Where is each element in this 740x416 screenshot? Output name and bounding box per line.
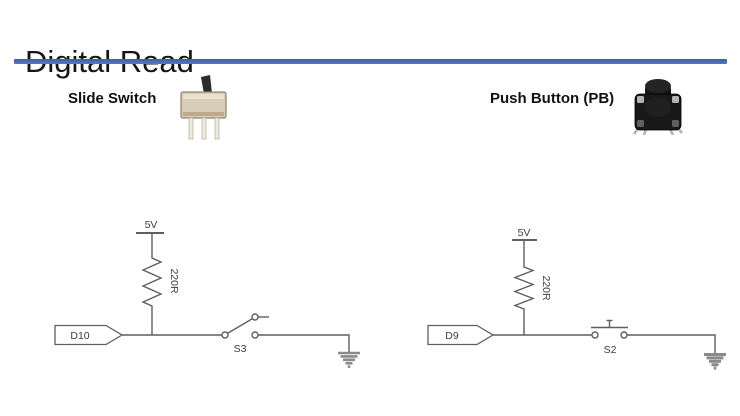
push-button-corner [637,120,644,127]
pin-net-flag [427,324,495,346]
slide-switch-pin [214,117,220,140]
pin-name-label: D9 [445,330,459,342]
switch-lever [227,317,253,335]
pin-net-flag [54,324,124,346]
resistor-value-label: 220R [168,268,180,294]
push-button-icon [632,79,683,135]
slide-switch-pin [201,117,207,140]
switch-ref-label: S2 [604,344,617,356]
ground-symbol [338,351,360,368]
slide-switch-icon [180,75,227,140]
wire [258,334,350,352]
slide-switch-circuit-schematic: 5V 220R D10 S3 [54,219,360,368]
push-button-label: Push Button (PB) [490,90,615,107]
push-button-corner [672,120,679,127]
push-button-corner [637,96,644,103]
push-button-circuit-schematic: 5V 220R D9 S2 [427,227,726,370]
title-underline [14,59,727,64]
slide-switch-shade [183,112,224,116]
supply-voltage-label: 5V [518,227,531,239]
button-left-terminal [591,331,599,339]
button-right-terminal [620,331,628,339]
wire [627,334,716,353]
resistor-symbol [141,233,163,335]
push-button-corner [672,96,679,103]
push-button-cap-top [645,79,671,93]
switch-ref-label: S3 [234,343,247,355]
switch-common-terminal [221,331,229,339]
slide-switch-knob [201,75,212,94]
resistor-symbol [513,240,535,335]
switch-upper-terminal [251,313,259,321]
supply-voltage-label: 5V [145,219,158,231]
slide-switch-label: Slide Switch [68,90,157,107]
slide-switch-highlight [183,94,224,99]
switch-lower-terminal [251,331,259,339]
slide-switch-pin [188,117,194,140]
pin-name-label: D10 [70,330,89,342]
push-button-plunger [645,97,671,117]
resistor-value-label: 220R [540,275,552,301]
ground-symbol [704,353,726,370]
